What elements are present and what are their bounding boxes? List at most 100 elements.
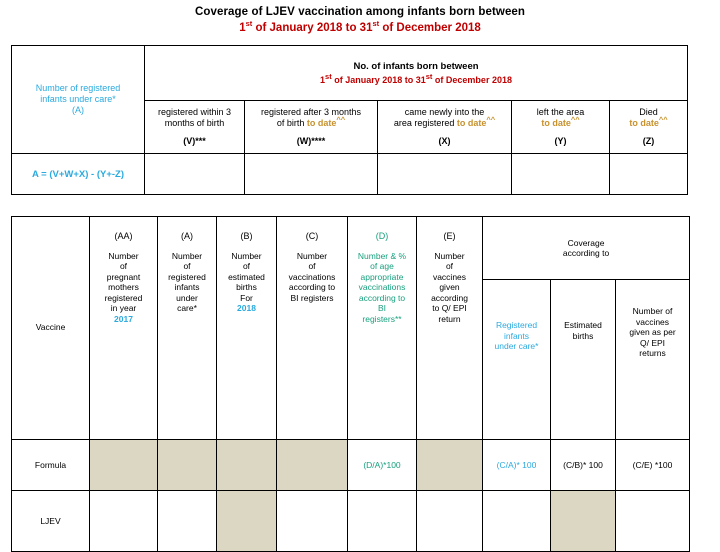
header-a-l6: care* <box>177 303 197 313</box>
code-b: (B) <box>240 231 253 241</box>
cov-sub-1-l1: Registered <box>495 320 538 330</box>
cell-coverage-according-to-header: Coverage according to <box>481 216 691 280</box>
title-sup-1: st <box>245 19 253 29</box>
cell-data-z[interactable] <box>609 153 688 195</box>
cell-vaccine-name: LJEV <box>11 490 90 552</box>
sub-y-line2: to date^^ <box>514 115 607 129</box>
cell-value-a[interactable] <box>157 490 217 552</box>
header-aa-l6: in year <box>110 303 137 313</box>
sub-w-line2: of birth to date^^ <box>247 116 375 129</box>
cov-sub-3-l3: given as per <box>629 327 676 337</box>
title-month-1: of January 2018 to 31 <box>252 22 373 34</box>
header-a-l4: infants <box>174 282 200 292</box>
cell-subheader-x: came newly into the area registered to d… <box>377 100 512 154</box>
cell-value-e[interactable] <box>416 490 483 552</box>
title-month-2: of December 2018 <box>379 22 481 34</box>
header-a-l5: under <box>176 292 198 303</box>
header-e-l6: to Q/ EPI <box>432 303 467 313</box>
sub-z-line2: to date^^ <box>612 115 685 129</box>
cell-value-d[interactable] <box>347 490 417 552</box>
header-b-l5: For <box>240 292 253 303</box>
cell-header-b: (B) Number of estimated births For 2018 <box>216 216 277 440</box>
header-d-l2: of age <box>370 261 394 271</box>
header-c-l3: vaccinations <box>288 271 336 282</box>
cov-sub-1-l2: infants <box>503 330 530 341</box>
cell-data-w[interactable] <box>244 153 378 195</box>
cell-header-d: (D) Number & % of age appropriate vaccin… <box>347 216 417 440</box>
sub-y-code: (Y) <box>554 136 567 146</box>
header-e-l4: given <box>439 282 460 292</box>
cell-header-a: (A) Number of registered infants under c… <box>157 216 217 440</box>
born-header-line2: 1st of January 2018 to 31st of December … <box>147 71 685 86</box>
header-e-l2: of <box>445 261 454 271</box>
vaccine-data-row[interactable]: LJEV <box>11 490 691 552</box>
header-b-l3: estimated <box>228 271 265 282</box>
sub-y-sup: ^^ <box>570 115 580 124</box>
table1-header-row: Number of registered infants under care*… <box>11 45 688 154</box>
title-line-2: 1st of January 2018 to 31st of December … <box>0 19 720 36</box>
infants-registration-table: Number of registered infants under care*… <box>11 45 688 195</box>
cell-formula-cov-registered: (C/A)* 100 <box>482 439 551 491</box>
cell-formula-cov-estimated: (C/B)* 100 <box>550 439 616 491</box>
cell-registered-infants-header: Number of registered infants under care*… <box>11 45 145 154</box>
cell-data-x[interactable] <box>377 153 512 195</box>
cell-subheader-w: registered after 3 months of birth to da… <box>244 100 378 154</box>
coverage-subheader-row: Registered infants under care* Estimated… <box>12 279 691 440</box>
cell-formula-b <box>216 439 277 491</box>
sub-v-code: (V)*** <box>183 136 206 146</box>
cell-value-cov-registered[interactable] <box>482 490 551 552</box>
cell-coverage-registered-infants: Registered infants under care* <box>482 279 551 440</box>
sub-z-line1: Died <box>639 107 658 117</box>
sub-x-line1: came newly into the <box>404 107 485 117</box>
header-aa-year: 2017 <box>114 313 133 324</box>
cell-value-b[interactable] <box>216 490 277 552</box>
table1-data-row[interactable]: A = (V+W+X) - (Y+-Z) <box>11 153 688 195</box>
sub-y-orange: to date <box>541 118 571 128</box>
born-sup-1: st <box>325 71 332 81</box>
cell-header-e: (E) Number of vaccines given according t… <box>416 216 483 440</box>
header-d-l6: BI <box>377 303 387 313</box>
header-c-l1: Number <box>296 250 328 261</box>
cell-born-between-header: No. of infants born between 1st of Janua… <box>144 45 688 101</box>
cell-data-v[interactable] <box>144 153 245 195</box>
header-c-l5: BI registers <box>290 292 334 303</box>
cell-value-cov-qepi[interactable] <box>614 490 691 552</box>
title-line-1: Coverage of LJEV vaccination among infan… <box>194 6 526 18</box>
sub-z-sup: ^^ <box>658 115 668 124</box>
cov-sub-2-l2: births <box>572 330 594 341</box>
cov-sub-2-l1: Estimated <box>564 320 602 330</box>
header-d-l4: vaccinations <box>358 282 406 292</box>
cell-formula-a: A = (V+W+X) - (Y+-Z) <box>11 153 145 195</box>
cell-value-c[interactable] <box>276 490 348 552</box>
coverage-header-l1: Coverage <box>567 237 605 248</box>
header-b-year: 2018 <box>237 303 256 313</box>
sub-z-code: (Z) <box>642 136 655 146</box>
cell-coverage-vaccines-qepi: Number of vaccines given as per Q/ EPI r… <box>614 279 691 440</box>
header-d-l5: according to <box>358 292 406 303</box>
coverage-table: Vaccine (AA) Number of pregnant mothers … <box>11 216 691 552</box>
cell-formula-aa <box>89 439 158 491</box>
code-aa: (AA) <box>114 231 133 241</box>
cell-value-aa[interactable] <box>89 490 158 552</box>
header-d-l7: registers** <box>362 313 402 324</box>
cell-formula-cov-qepi: (C/E) *100 <box>614 439 691 491</box>
cell-formula-d: (D/A)*100 <box>347 439 417 491</box>
cell-value-cov-estimated[interactable] <box>550 490 616 552</box>
coverage-header-row: Vaccine (AA) Number of pregnant mothers … <box>11 216 691 440</box>
cell-coverage-estimated-births: Estimated births <box>550 279 616 440</box>
header-aa-l2: of <box>119 261 128 271</box>
cov-sub-3-l4: Q/ EPI <box>639 337 666 348</box>
header-b-l1: Number <box>231 250 262 261</box>
sub-w-orange: to date <box>306 118 337 128</box>
header-b-l2: of <box>242 261 251 271</box>
sub-w-code: (W)**** <box>296 136 326 146</box>
page-title: Coverage of LJEV vaccination among infan… <box>0 0 720 36</box>
sub-v-line1: registered within 3 <box>157 107 232 117</box>
cell-data-y[interactable] <box>511 153 610 195</box>
cell-formula-c <box>276 439 348 491</box>
header-aa-l5: registered <box>104 292 143 303</box>
born-day-1: 1 <box>320 74 326 85</box>
sub-v-line2-text: months of birth <box>164 118 225 128</box>
header-e-l7: return <box>438 313 461 324</box>
